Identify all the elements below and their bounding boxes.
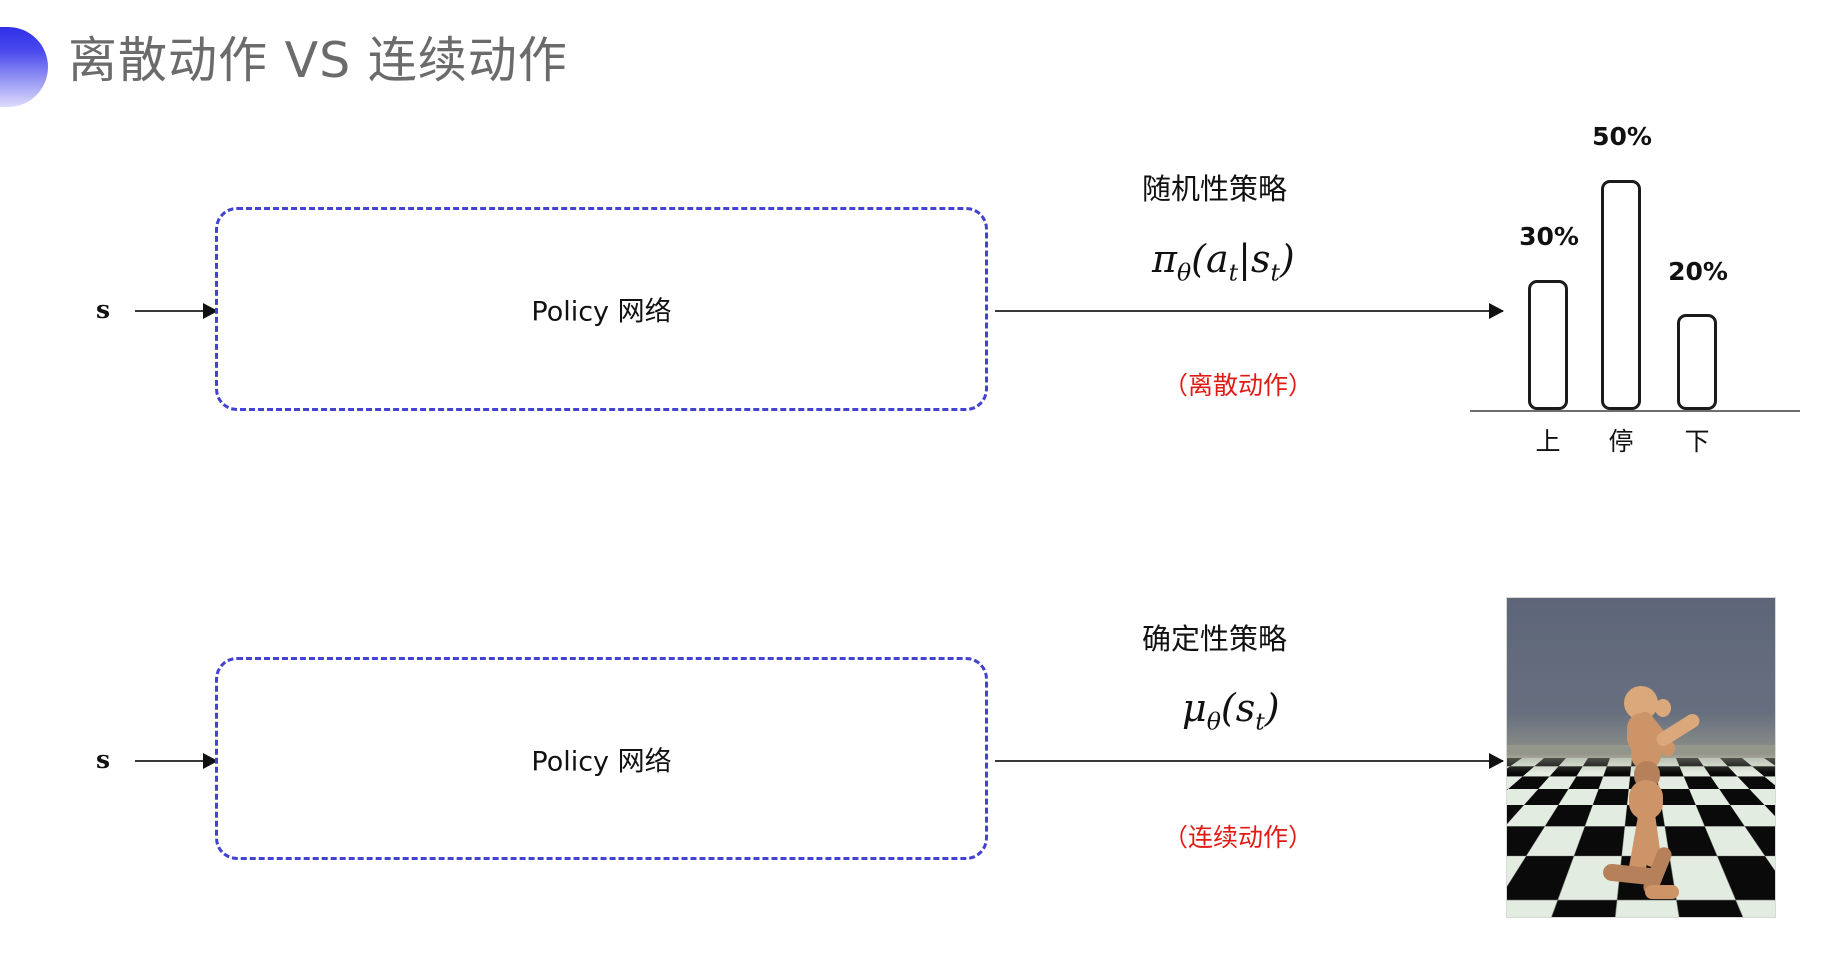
formula-bar: |	[1238, 237, 1251, 281]
input-arrow-continuous	[135, 760, 217, 762]
formula-theta: θ	[1176, 258, 1192, 287]
bar-category-stop: 停	[1608, 427, 1634, 456]
humanoid-fist	[1655, 699, 1671, 717]
bar-value-up: 30%	[1519, 222, 1579, 251]
formula-s-sub: t	[1270, 258, 1280, 287]
input-state-label-continuous: s	[96, 745, 111, 774]
bar-up	[1528, 280, 1568, 410]
formula-paren-close-2: )	[1264, 686, 1280, 730]
policy-network-label-discrete: Policy 网络	[531, 296, 672, 328]
action-probability-chart: 30% 50% 20% 上 停 下	[1470, 122, 1800, 456]
formula-s-sub-2: t	[1255, 707, 1265, 736]
humanoid-front-foot	[1645, 885, 1679, 899]
policy-type-label-discrete: 随机性策略	[1142, 172, 1288, 206]
formula-a: a	[1206, 237, 1229, 281]
bar-value-down: 20%	[1668, 257, 1728, 286]
formula-theta-2: θ	[1206, 707, 1221, 736]
title-bullet-icon	[0, 27, 48, 107]
policy-type-label-continuous: 确定性策略	[1142, 622, 1288, 656]
formula-pi: π	[1152, 237, 1177, 281]
humanoid-simulation-image	[1506, 597, 1776, 918]
output-arrow-continuous	[995, 760, 1503, 762]
page-title: 离散动作 VS 连续动作	[68, 32, 568, 89]
formula-paren-open-2: (	[1220, 686, 1236, 730]
input-arrow-discrete	[135, 310, 217, 312]
formula-a-sub: t	[1228, 258, 1239, 287]
formula-stochastic-policy: πθ(at|st)	[1152, 237, 1295, 287]
bar-category-up: 上	[1535, 427, 1561, 456]
note-discrete-action: （离散动作）	[1163, 371, 1314, 400]
bar-category-down: 下	[1684, 427, 1710, 456]
policy-network-label-continuous: Policy 网络	[531, 746, 672, 777]
formula-s: s	[1250, 237, 1271, 281]
formula-paren-close: )	[1279, 237, 1295, 281]
formula-mu: μ	[1182, 686, 1207, 730]
bar-down	[1677, 314, 1717, 410]
input-state-label-discrete: s	[96, 295, 111, 324]
note-continuous-action: （连续动作）	[1163, 823, 1314, 852]
policy-network-box-continuous[interactable]: Policy 网络	[215, 657, 988, 860]
formula-s-2: s	[1235, 686, 1256, 730]
chart-baseline	[1470, 410, 1800, 412]
bar-value-stop: 50%	[1592, 122, 1652, 151]
output-arrow-discrete	[995, 310, 1503, 312]
policy-network-box-discrete[interactable]: Policy 网络	[215, 207, 988, 411]
formula-paren-open: (	[1191, 237, 1206, 281]
bar-stop	[1601, 180, 1641, 410]
formula-deterministic-policy: μθ(st)	[1182, 686, 1280, 736]
